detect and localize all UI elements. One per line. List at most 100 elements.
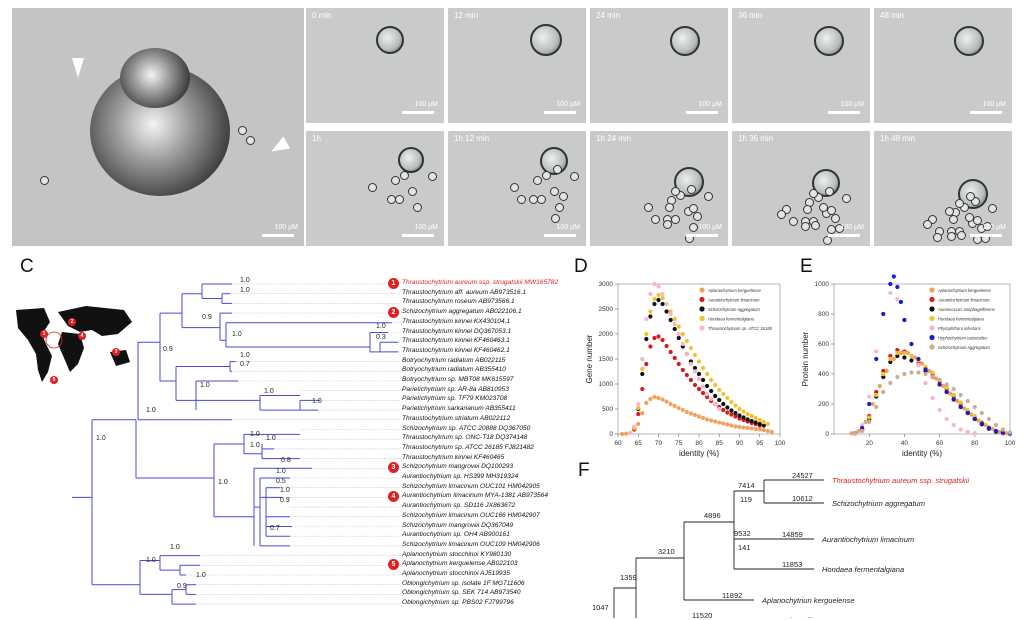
data-point xyxy=(757,421,762,427)
legend-label: Hondaea fermentalgiana xyxy=(708,317,755,322)
data-point xyxy=(990,426,995,431)
legend-label: Aurantiochytrium limacinum xyxy=(937,298,990,303)
data-point xyxy=(1000,430,1006,435)
species-label: Aurantiochytrium limacinum MYA-1381 AB97… xyxy=(402,492,548,500)
bootstrap-value: 1.0 xyxy=(200,381,210,389)
tip-label: Aurecoccus anophagefferens xyxy=(731,616,830,618)
data-point xyxy=(640,386,645,392)
data-point xyxy=(895,374,900,380)
scale-bar xyxy=(402,234,434,237)
micrograph-panel-a: 100 μM xyxy=(12,8,304,246)
species-label: Thraustochytrium aureum ssp. strugatskii… xyxy=(402,279,559,286)
zoospore xyxy=(537,194,547,204)
data-point xyxy=(664,343,669,349)
scale-bar xyxy=(686,234,718,237)
data-point xyxy=(888,353,893,359)
node-gain: 1359 xyxy=(620,573,637,582)
scale-bar xyxy=(970,111,1002,114)
zoospore xyxy=(552,165,562,175)
data-point xyxy=(965,429,970,434)
species-label: Aplanochytrium stocchinoi AJ519935 xyxy=(402,570,510,577)
zoospore xyxy=(965,191,975,201)
tip-count: 11853 xyxy=(782,560,802,569)
map-badge-5: 5 xyxy=(50,376,58,384)
phylogenetic-tree: 1 2 3 4 5 Thraustochytrium aureum ssp. s… xyxy=(0,270,570,615)
data-point xyxy=(909,358,914,363)
data-point xyxy=(965,410,970,416)
data-point xyxy=(660,397,665,402)
zoospore xyxy=(688,204,698,214)
zoospore xyxy=(427,171,437,181)
zoospore xyxy=(550,187,559,196)
zoospore xyxy=(808,189,818,199)
data-point xyxy=(877,383,882,389)
data-point xyxy=(644,331,649,337)
scale-label: 100 μM xyxy=(698,224,723,231)
data-point xyxy=(909,341,914,347)
zoospore xyxy=(662,220,672,230)
node-gain: 4896 xyxy=(704,511,721,520)
data-point xyxy=(684,338,689,344)
data-point xyxy=(717,420,722,425)
data-point xyxy=(705,391,710,397)
tip-count: 11892 xyxy=(722,591,742,600)
legend-marker xyxy=(699,287,705,293)
data-point xyxy=(951,397,956,402)
data-point xyxy=(619,431,625,437)
data-point xyxy=(761,419,766,425)
zoospore xyxy=(834,224,844,234)
data-point xyxy=(636,401,641,407)
node-gain: 1047 xyxy=(592,603,609,612)
data-point xyxy=(937,377,942,383)
x-axis-label: identity (%) xyxy=(902,449,942,458)
species-label: Thraustochytrium kinnei KX430104.1 xyxy=(402,317,511,325)
data-point xyxy=(648,291,653,297)
zoospore xyxy=(819,203,829,213)
data-point xyxy=(733,410,738,416)
panel-label-c: C xyxy=(20,256,34,277)
data-point xyxy=(997,429,1002,434)
data-point xyxy=(717,397,722,403)
data-point xyxy=(640,371,645,377)
zoospore xyxy=(510,182,520,192)
legend-label: Thraustochytrium sp. ATCC 26185 xyxy=(708,326,773,331)
species-label: Aurantiochytrium sp. OH4 AB900161 xyxy=(402,531,510,539)
data-point xyxy=(757,427,762,432)
bootstrap-value: 1.0 xyxy=(240,286,250,294)
tip-label: Aurantiochytrium limacinum xyxy=(821,535,914,544)
legend-label: Aplanochytrium kerguelense xyxy=(937,288,992,293)
zoospore xyxy=(830,214,840,224)
species-label: Thraustochytrium striatum AB022112 xyxy=(402,414,511,422)
continent-africa xyxy=(58,332,84,372)
data-point xyxy=(951,392,956,398)
sporangium xyxy=(398,147,424,173)
data-point xyxy=(660,301,665,307)
data-point xyxy=(709,418,714,423)
data-point xyxy=(672,403,677,409)
tip-label: Hondaea fermentalgiana xyxy=(822,565,904,574)
zoospore xyxy=(987,203,997,213)
data-point xyxy=(705,417,710,422)
legend-label: Schizochytrium aggregatum xyxy=(938,345,990,350)
zoospore xyxy=(555,202,565,212)
data-point xyxy=(761,423,766,428)
data-point xyxy=(902,350,907,356)
panel-label-d: D xyxy=(574,256,588,277)
tip-count: 11520 xyxy=(692,611,712,618)
tip-count: 10612 xyxy=(792,494,813,503)
species-label: Aurantiochytrium sp. HS399 MH319324 xyxy=(402,473,519,480)
data-point xyxy=(696,386,702,392)
data-point xyxy=(888,356,893,362)
data-point xyxy=(644,316,649,322)
clade-badge: 5 xyxy=(388,559,399,571)
data-point xyxy=(644,361,649,367)
data-point xyxy=(902,355,907,360)
data-point xyxy=(717,387,722,393)
sporangium xyxy=(540,147,568,175)
zoospore xyxy=(923,220,933,230)
continent-americas xyxy=(16,308,52,382)
zoospore xyxy=(824,187,834,197)
